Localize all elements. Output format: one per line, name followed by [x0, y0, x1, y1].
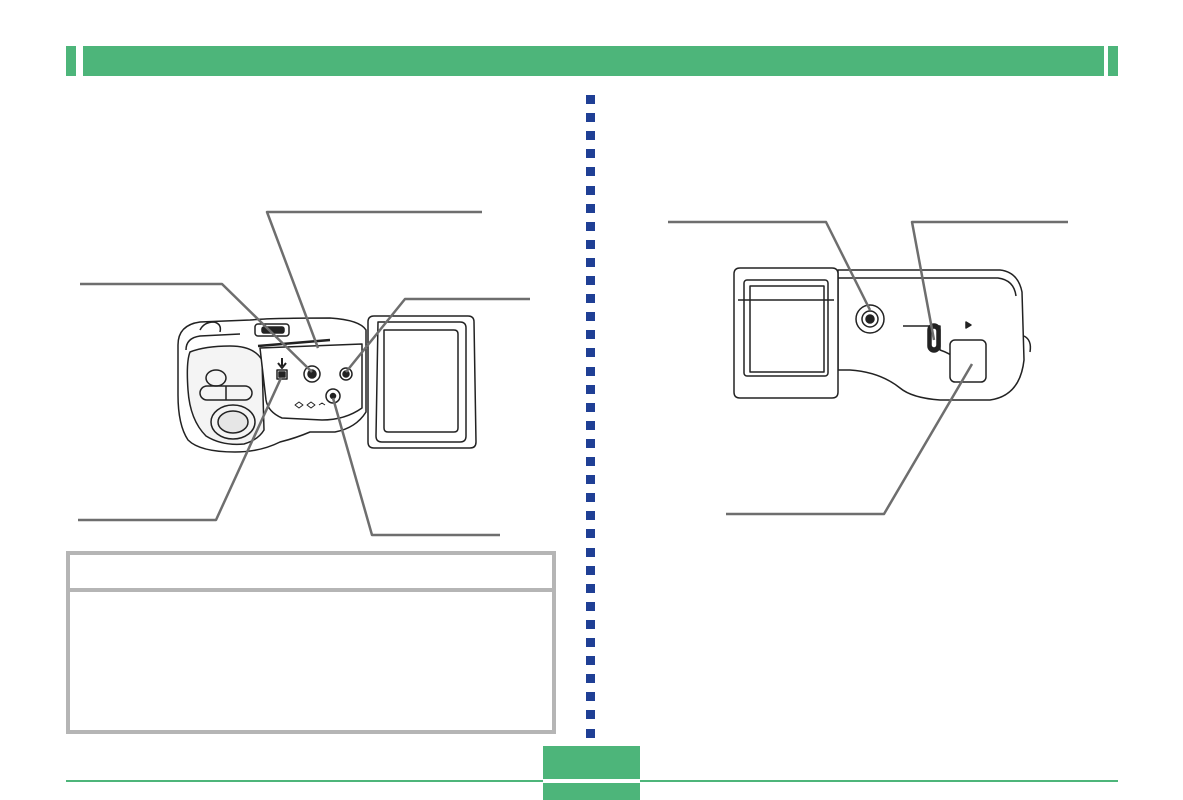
divider-dot — [586, 438, 595, 448]
divider-dot — [586, 420, 595, 430]
divider-dot — [586, 239, 595, 249]
divider-dot — [586, 221, 595, 231]
divider-dot — [586, 149, 595, 159]
divider-dot — [586, 95, 595, 104]
page-box-gap — [543, 779, 640, 783]
divider-dot — [586, 511, 595, 521]
divider-dot — [586, 402, 595, 412]
divider-dot — [586, 565, 595, 575]
divider-dot — [586, 457, 595, 466]
divider-dot — [586, 131, 595, 141]
divider-dot — [586, 312, 595, 322]
divider-dot — [586, 601, 595, 611]
divider-dot — [586, 692, 595, 702]
divider-dot — [586, 529, 595, 539]
divider-dot — [586, 710, 595, 720]
left-camera-figure — [78, 210, 530, 537]
note-box — [66, 551, 556, 734]
divider-dot — [586, 656, 595, 666]
divider-dot — [586, 113, 595, 123]
divider-dot — [586, 185, 595, 195]
divider-dot — [586, 638, 595, 647]
page-number-box — [543, 746, 640, 800]
divider-dot — [586, 276, 595, 285]
divider-dot — [586, 547, 595, 557]
divider-dot — [586, 674, 595, 684]
divider-dot — [586, 203, 595, 213]
header-right-tab — [1108, 46, 1118, 76]
divider-dot — [586, 348, 595, 358]
note-title — [70, 555, 552, 592]
right-camera-figure — [668, 220, 1068, 516]
header-bar — [83, 46, 1104, 76]
divider-dot — [586, 475, 595, 485]
divider-dot — [586, 493, 595, 503]
divider-dot — [586, 366, 595, 376]
divider-dot — [586, 330, 595, 340]
divider-dot — [586, 167, 595, 177]
divider-dot — [586, 384, 595, 394]
divider-dot — [586, 619, 595, 629]
column-divider — [586, 95, 596, 738]
divider-dot — [586, 294, 595, 304]
header-left-tab — [66, 46, 76, 76]
divider-dot — [586, 257, 595, 267]
divider-dot — [586, 583, 595, 593]
divider-dot — [586, 728, 595, 738]
